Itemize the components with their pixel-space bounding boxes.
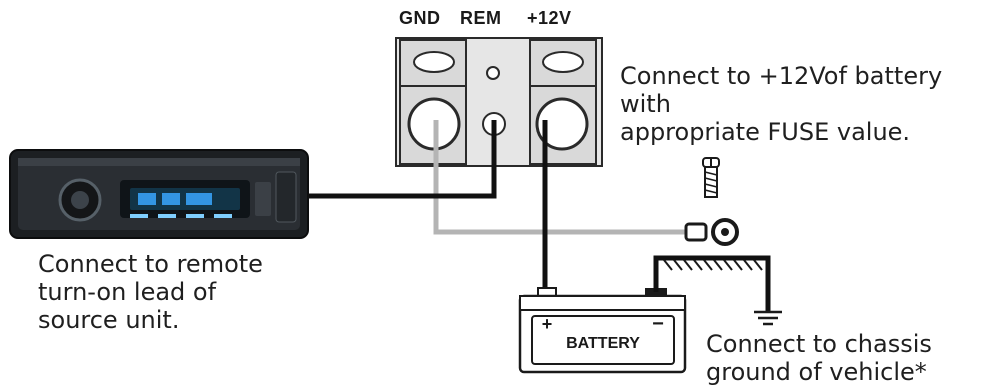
plus12v-terminal-label: +12V <box>527 8 572 28</box>
fuse-caption-line-2: appropriate FUSE value. <box>620 118 911 146</box>
battery-minus-label: − <box>652 313 664 335</box>
battery-icon: + − BATTERY <box>518 287 687 374</box>
gnd-wire <box>433 120 700 235</box>
head-unit-image <box>9 149 309 239</box>
fuse-caption: Connect to +12Vof battery with appropria… <box>620 62 1000 146</box>
screw-icon <box>702 157 720 198</box>
chassis-caption-line-2: ground of vehicle* <box>706 358 927 386</box>
battery-plus-label: + <box>542 314 553 334</box>
chassis-ground-wire <box>653 255 771 312</box>
remote-caption-line-2: turn-on lead of <box>38 278 217 306</box>
rem-terminal-label: REM <box>460 8 502 28</box>
fuse-caption-line-1: Connect to +12Vof battery with <box>620 62 943 118</box>
chassis-caption-line-1: Connect to chassis <box>706 330 932 358</box>
remote-caption-line-1: Connect to remote <box>38 250 263 278</box>
ground-symbol-icon <box>754 310 782 326</box>
remote-caption-line-3: source unit. <box>38 306 180 334</box>
terminal-block <box>395 37 603 167</box>
rem-wire <box>308 120 497 199</box>
remote-caption: Connect to remote turn-on lead of source… <box>38 250 263 334</box>
ring-terminal-icon <box>684 218 739 246</box>
gnd-terminal-label: GND <box>399 8 441 28</box>
chassis-caption: Connect to chassis ground of vehicle* <box>706 330 932 386</box>
battery-label: BATTERY <box>566 335 640 352</box>
chassis-hatching <box>663 259 763 271</box>
